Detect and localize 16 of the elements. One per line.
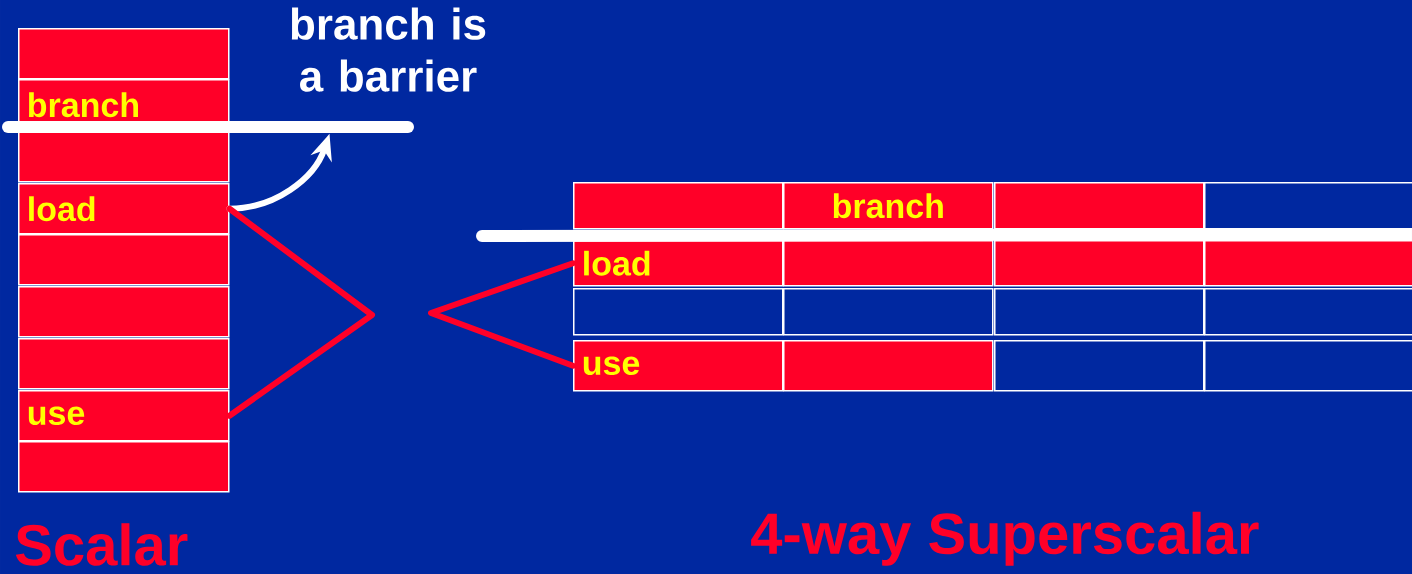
- instruction-slot: use: [573, 340, 784, 392]
- comparison-chevron: [226, 205, 375, 419]
- instruction-slot: use: [18, 390, 230, 442]
- panel-title: 4-way Superscalar: [751, 511, 1259, 566]
- instruction-slot: load: [18, 183, 230, 235]
- empty-slot: [18, 286, 230, 338]
- empty-slot: [18, 338, 230, 390]
- panel-title: Scalar: [15, 523, 188, 566]
- instruction-slot: branch: [783, 182, 994, 230]
- comparison-chevron: [428, 260, 576, 369]
- empty-slot: [18, 234, 230, 286]
- empty-slot: [18, 28, 230, 80]
- empty-slot: [18, 441, 230, 493]
- instruction-slot: load: [573, 240, 784, 287]
- empty-slot: [18, 131, 230, 183]
- barrier-caption: branch is a barrier: [291, 7, 486, 92]
